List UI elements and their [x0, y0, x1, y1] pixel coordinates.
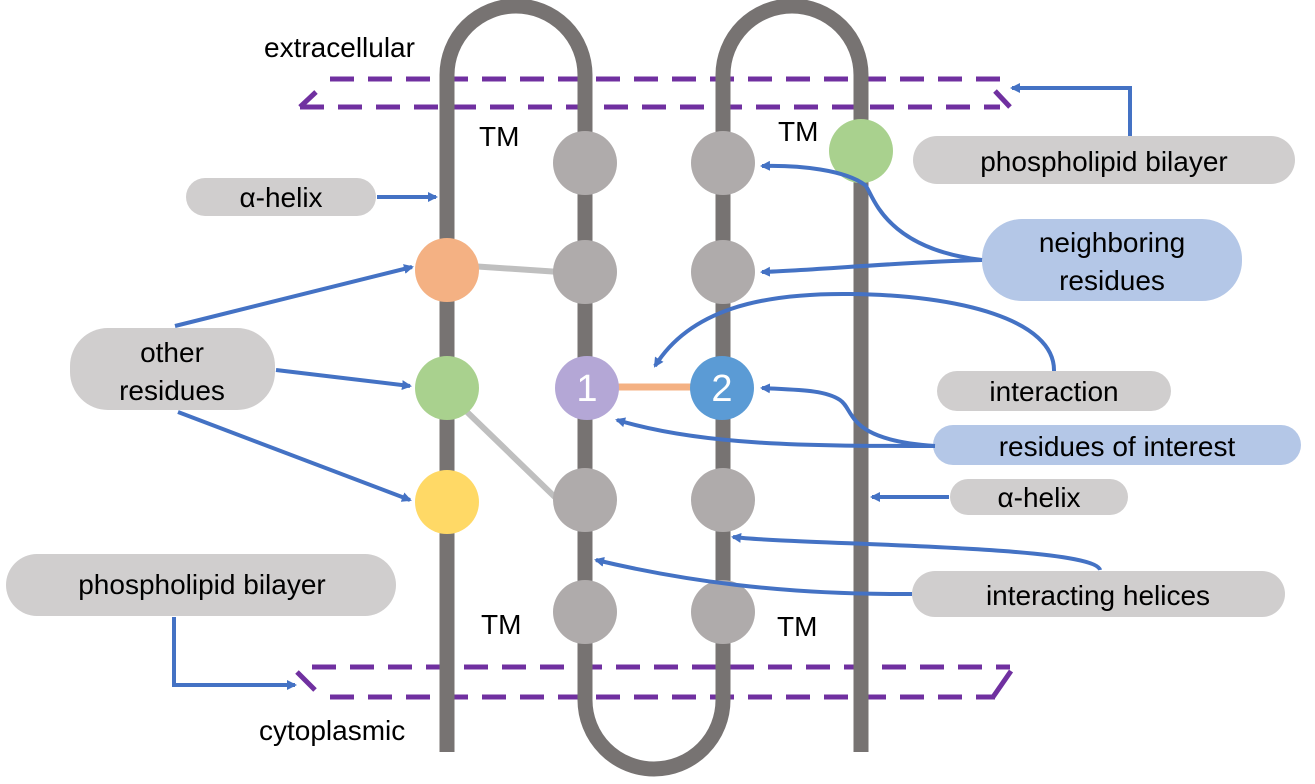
svg-text:α-helix: α-helix [997, 482, 1080, 513]
residue-gray [553, 240, 617, 304]
residue-yellow [415, 470, 479, 534]
residue-gray [691, 580, 755, 644]
residue-1-label: 1 [576, 368, 597, 410]
tm-label-top-left: TM [479, 121, 519, 152]
interaction-pill: interaction [937, 371, 1171, 411]
residue-2-label: 2 [711, 368, 732, 410]
arrow-roi-to-2 [760, 383, 936, 448]
residue-gray [553, 580, 617, 644]
membrane-bottom-boundary [295, 664, 1014, 700]
arrow-interacting-to-helix2 [594, 556, 913, 597]
residue-green-left [415, 356, 479, 420]
other-residues-pill: other residues [70, 328, 275, 410]
arrow-neighbor-top [760, 160, 983, 262]
neighboring-residues-pill: neighboring residues [982, 219, 1242, 301]
tm-label-top-right: TM [778, 116, 818, 147]
alpha-helix-pill-right: α-helix [950, 479, 1128, 515]
svg-text:neighboring: neighboring [1039, 227, 1185, 258]
residue-gray [553, 468, 617, 532]
phospholipid-bilayer-pill-bottom: phospholipid bilayer [6, 554, 396, 616]
arrow-other-to-orange [174, 264, 414, 328]
helix-backbone [439, 0, 869, 777]
arrow-interaction [653, 291, 1057, 372]
interacting-helices-pill: interacting helices [912, 571, 1285, 617]
arrow-bilayer-bottom [172, 617, 297, 690]
arrow-neighbor-middle [760, 258, 983, 277]
arrow-interacting-to-helix3 [731, 532, 1102, 572]
svg-text:residues of interest: residues of interest [999, 431, 1236, 462]
residue-2 [690, 356, 754, 420]
arrow-other-to-yellow [177, 410, 412, 502]
arrow-bilayer-top [1010, 83, 1132, 136]
svg-text:phospholipid bilayer: phospholipid bilayer [78, 569, 326, 600]
residue-gray [691, 468, 755, 532]
residue-gray [691, 131, 755, 195]
bond-orange-to-gray [469, 263, 561, 275]
svg-text:residues: residues [1059, 265, 1165, 296]
arrow-other-to-green [275, 368, 412, 391]
svg-text:interacting helices: interacting helices [986, 580, 1210, 611]
membrane-top-boundary [298, 76, 1012, 110]
alpha-helix-pill-left: α-helix [186, 178, 376, 216]
bond-green-to-gray [462, 407, 563, 505]
cytoplasmic-label: cytoplasmic [259, 715, 405, 746]
arrow-roi-to-1 [615, 417, 936, 448]
residue-gray [553, 131, 617, 195]
residue-1 [555, 356, 619, 420]
phospholipid-bilayer-pill-top: phospholipid bilayer [913, 136, 1295, 184]
tm-label-bottom-right: TM [777, 611, 817, 642]
tm-label-bottom-left: TM [481, 609, 521, 640]
svg-text:other: other [140, 337, 204, 368]
svg-text:α-helix: α-helix [239, 182, 322, 213]
extracellular-label: extracellular [264, 32, 415, 63]
svg-text:phospholipid bilayer: phospholipid bilayer [980, 146, 1228, 177]
svg-text:interaction: interaction [989, 376, 1118, 407]
residue-green-right [829, 119, 893, 183]
svg-text:residues: residues [119, 375, 225, 406]
annotation-arrows [172, 83, 1132, 690]
residues-of-interest-pill: residues of interest [933, 425, 1301, 465]
residue-orange [415, 238, 479, 302]
residue-gray [691, 240, 755, 304]
